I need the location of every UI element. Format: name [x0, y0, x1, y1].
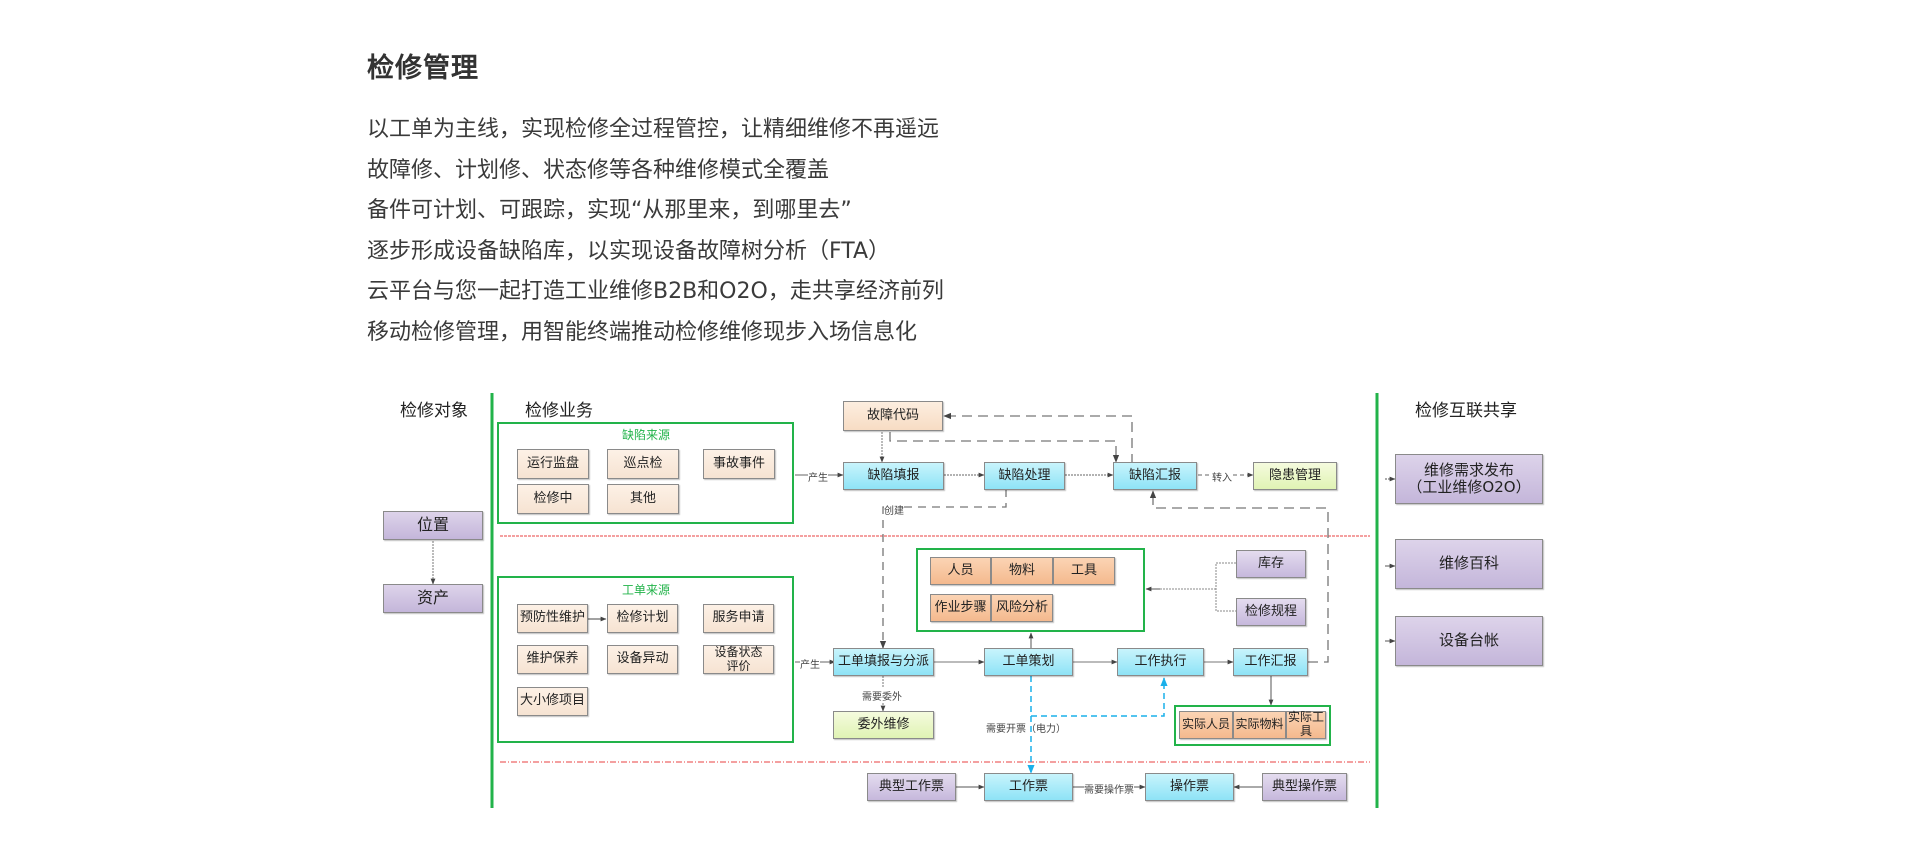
work-report-box[interactable]: 工作汇报 — [1233, 648, 1308, 676]
feature-line: 云平台与您一起打造工业维修B2B和O2O，走共享经济前列 — [367, 279, 944, 304]
workorder-source-item[interactable]: 设备状态评价 — [703, 645, 774, 674]
planning-item[interactable]: 人员 — [930, 557, 991, 585]
hazard-management-box[interactable]: 隐患管理 — [1253, 462, 1337, 490]
defect-report-box[interactable]: 缺陷汇报 — [1113, 462, 1197, 490]
defect-process-box[interactable]: 缺陷处理 — [984, 462, 1065, 490]
object-asset[interactable]: 资产 — [383, 584, 483, 613]
workorder-source-item[interactable]: 设备异动 — [607, 645, 678, 674]
edge-label-need-ticket: 需要开票（电力） — [986, 724, 1066, 735]
edge-label-need-outsource: 需要委外 — [862, 688, 902, 703]
defect-source-group — [497, 422, 794, 524]
defect-source-item[interactable]: 事故事件 — [703, 449, 775, 479]
planning-item[interactable]: 风险分析 — [991, 594, 1053, 622]
column-header-business: 检修业务 — [525, 401, 593, 421]
edge-label-transfer: 转入 — [1212, 469, 1232, 484]
defect-source-item[interactable]: 其他 — [607, 484, 679, 514]
equipment-ledger-box[interactable]: 设备台帐 — [1395, 616, 1543, 666]
edge-ticket-execute — [1031, 677, 1168, 717]
feature-list: 以工单为主线，实现检修全过程管控，让精细维修不再遥远 故障修、计划修、状态修等各… — [367, 110, 944, 353]
work-execute-box[interactable]: 工作执行 — [1117, 648, 1204, 676]
edge-label-produce: 产生 — [800, 656, 820, 671]
edge-label-need-op-ticket: 需要操作票 — [1084, 781, 1134, 796]
workorder-source-item[interactable]: 预防性维护 — [517, 604, 588, 633]
feature-line: 以工单为主线，实现检修全过程管控，让精细维修不再遥远 — [367, 117, 940, 142]
edge-report-faultcode — [943, 412, 1133, 464]
typical-operation-ticket-box[interactable]: 典型操作票 — [1262, 773, 1347, 801]
work-ticket-box[interactable]: 工作票 — [984, 773, 1073, 801]
defect-source-item[interactable]: 检修中 — [517, 484, 589, 514]
workorder-source-item[interactable]: 维护保养 — [517, 645, 588, 674]
edge-process-create-workorder — [879, 489, 1007, 649]
workorder-source-item[interactable]: 大小修项目 — [517, 687, 588, 716]
typical-work-ticket-box[interactable]: 典型工作票 — [867, 773, 956, 801]
defect-fill-box[interactable]: 缺陷填报 — [843, 462, 944, 490]
workorder-source-label: 工单来源 — [622, 583, 671, 597]
edge-label-create: 创建 — [884, 502, 904, 517]
actual-item[interactable]: 实际人员 — [1179, 711, 1233, 739]
fault-code-box[interactable]: 故障代码 — [843, 401, 943, 431]
maintenance-wiki-box[interactable]: 维修百科 — [1395, 539, 1543, 589]
defect-source-item[interactable]: 运行监盘 — [517, 449, 589, 479]
actual-item[interactable]: 实际工具 — [1286, 710, 1326, 739]
actuals-group — [1174, 705, 1331, 746]
edge-workreport-defectreport — [1149, 490, 1329, 663]
page-title: 检修管理 — [367, 53, 479, 84]
defect-source-item[interactable]: 巡点检 — [607, 449, 679, 479]
feature-line: 移动检修管理，用智能终端推动检修维修现步入场信息化 — [367, 319, 918, 345]
workorder-fill-box[interactable]: 工单填报与分派 — [833, 648, 934, 676]
demand-publish-line1: 维修需求发布 — [1423, 460, 1514, 479]
workorder-source-item[interactable]: 服务申请 — [703, 604, 774, 633]
edge-resources-planning — [1146, 562, 1236, 612]
planning-item[interactable]: 工具 — [1053, 557, 1115, 585]
workorder-plan-box[interactable]: 工单策划 — [984, 648, 1073, 676]
actual-item[interactable]: 实际物料 — [1233, 711, 1286, 739]
feature-line: 备件可计划、可跟踪，实现“从那里来，到哪里去” — [367, 198, 852, 223]
planning-item[interactable]: 作业步骤 — [930, 594, 991, 622]
maintenance-procedure-box[interactable]: 检修规程 — [1236, 598, 1306, 626]
outsource-repair-box[interactable]: 委外维修 — [833, 711, 934, 739]
operation-ticket-box[interactable]: 操作票 — [1145, 773, 1234, 801]
column-header-sharing: 检修互联共享 — [1415, 401, 1517, 421]
demand-publish-box[interactable]: 维修需求发布 （工业维修O2O） — [1395, 454, 1543, 504]
defect-source-label: 缺陷来源 — [622, 428, 671, 442]
edge-faultcode-report — [889, 432, 1120, 463]
planning-group — [916, 548, 1145, 632]
edge-label-produce: 产生 — [808, 469, 828, 484]
feature-line: 故障修、计划修、状态修等各种维修模式全覆盖 — [367, 157, 830, 183]
column-header-objects: 检修对象 — [400, 401, 468, 421]
workorder-source-group — [497, 576, 794, 743]
workorder-source-item[interactable]: 检修计划 — [607, 604, 678, 633]
inventory-box[interactable]: 库存 — [1236, 550, 1306, 578]
feature-line: 逐步形成设备缺陷库，以实现设备故障树分析（FTA） — [367, 238, 891, 264]
object-location[interactable]: 位置 — [383, 511, 483, 540]
demand-publish-line2: （工业维修O2O） — [1407, 478, 1531, 496]
planning-item[interactable]: 物料 — [991, 557, 1053, 585]
